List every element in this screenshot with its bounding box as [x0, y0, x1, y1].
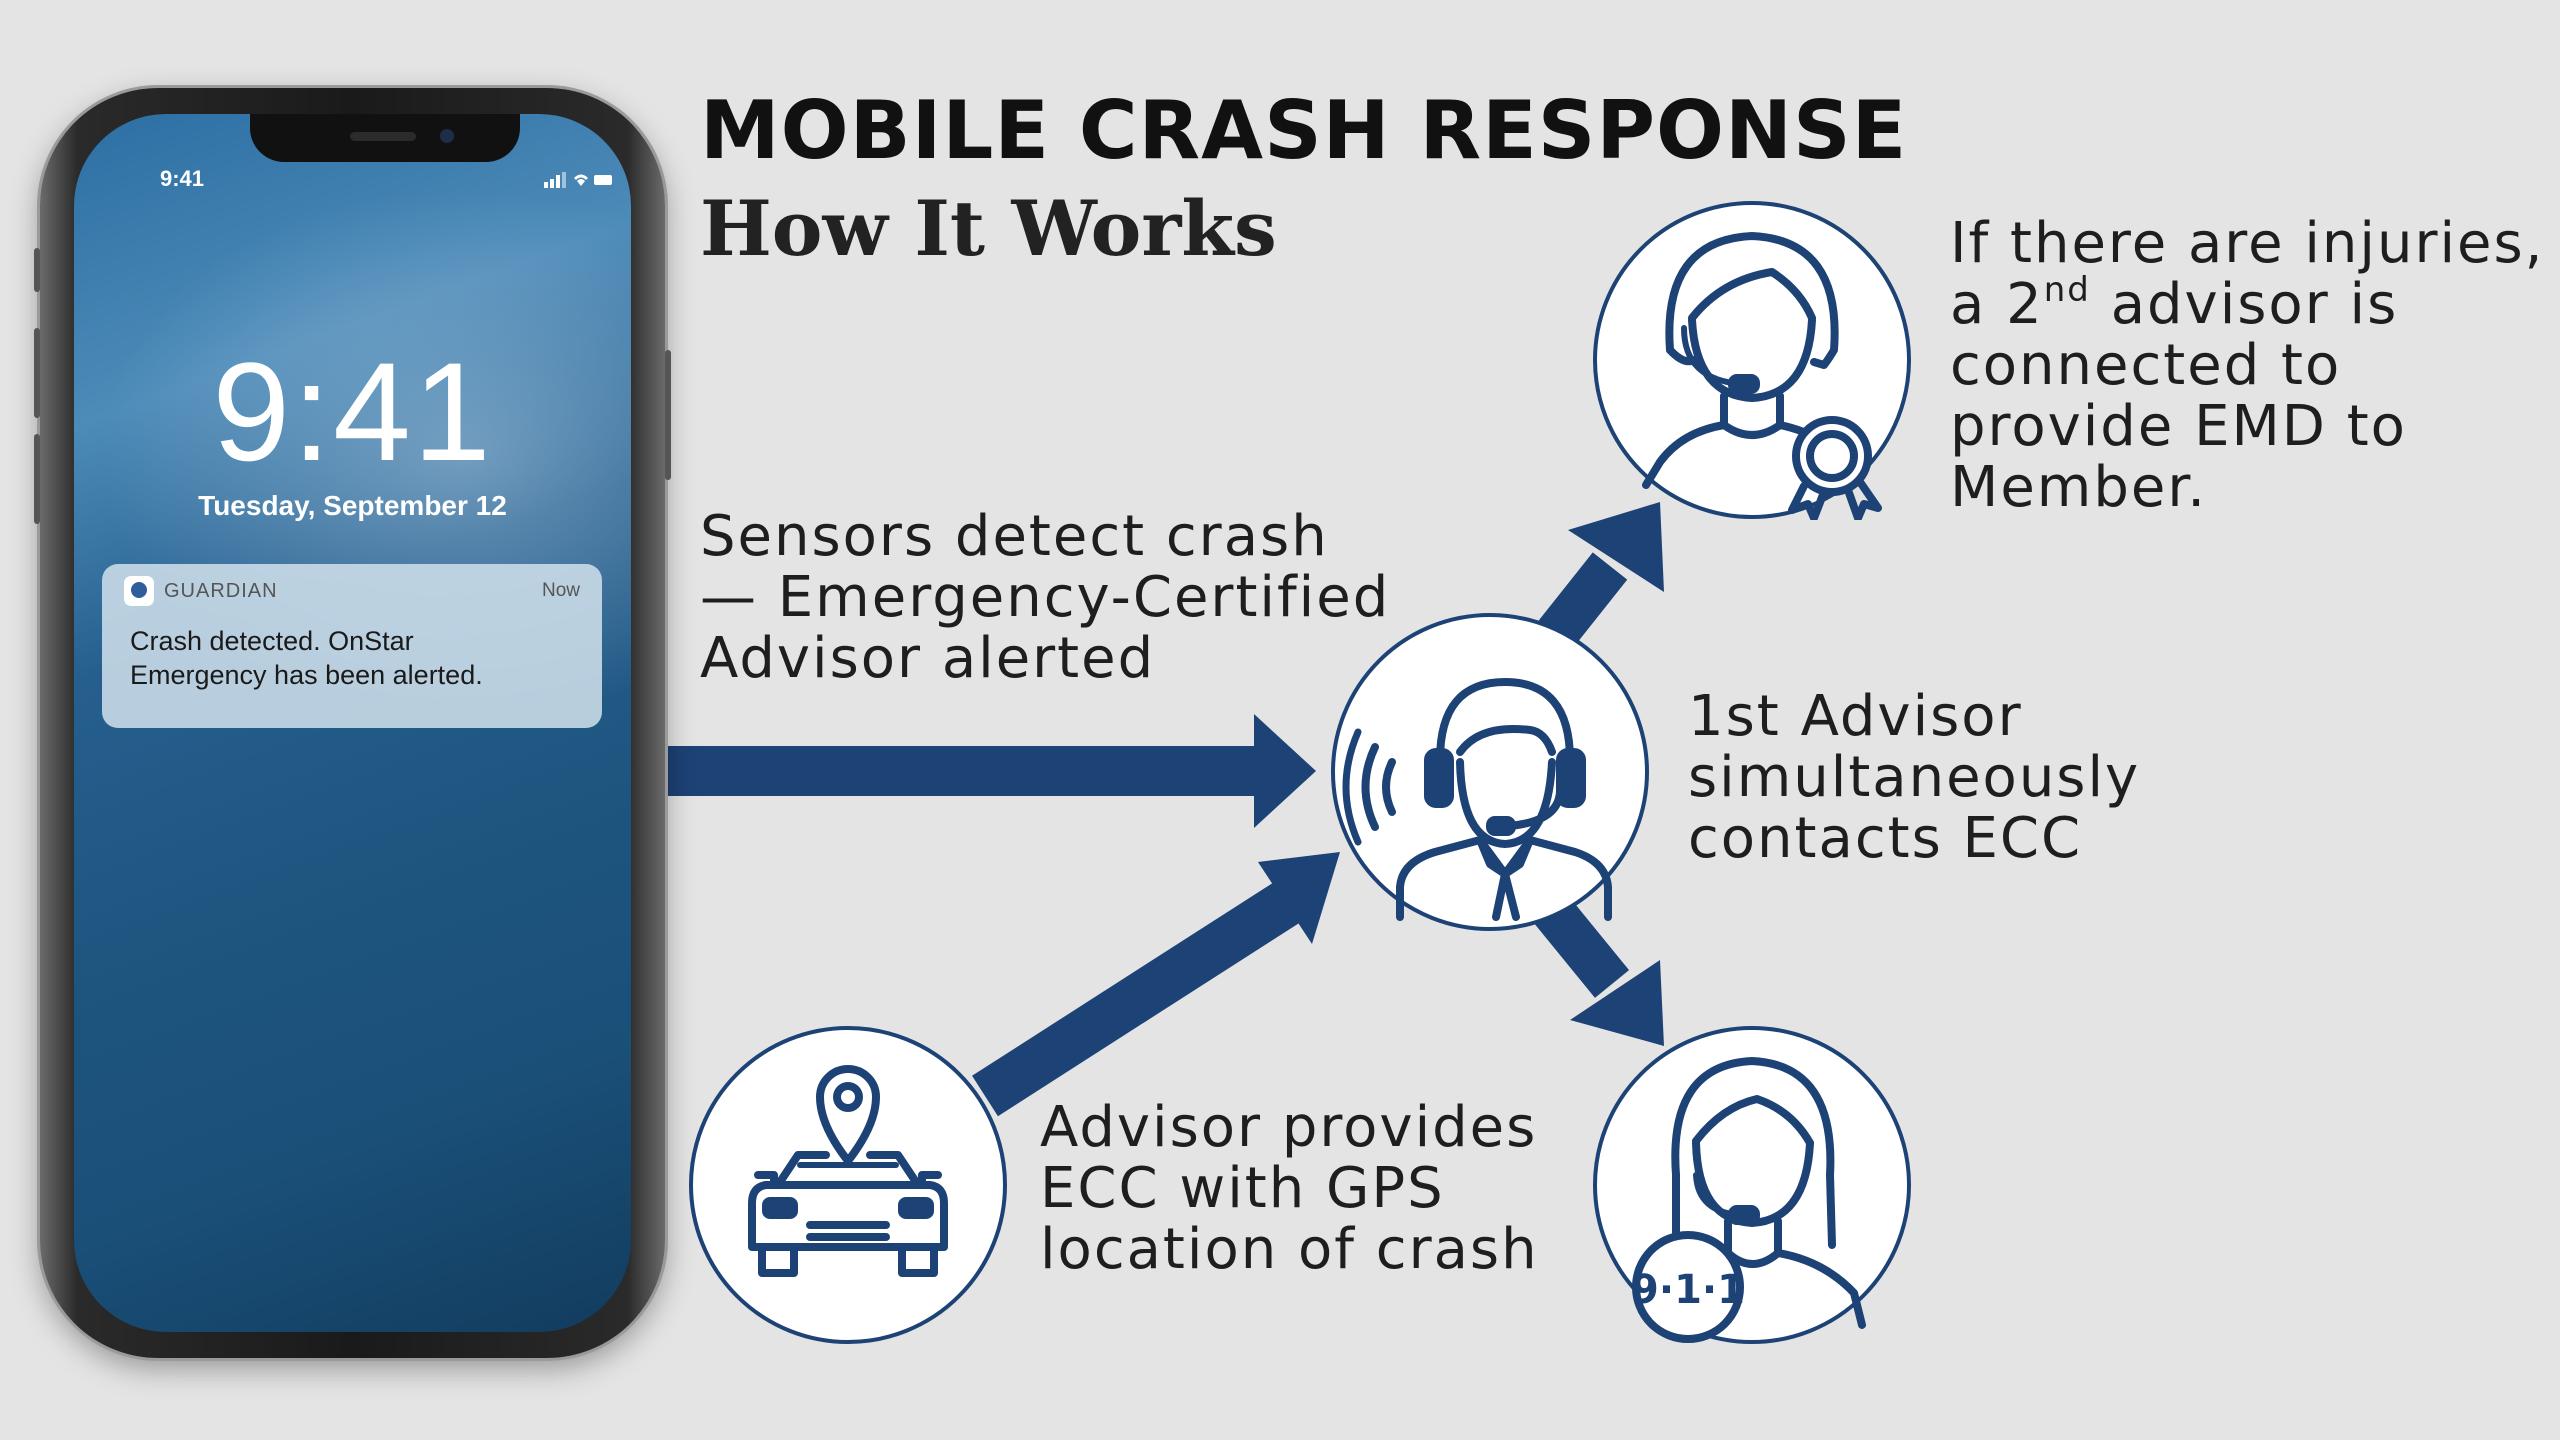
- ecc-911-badge: 9·1·1: [1631, 1267, 1745, 1313]
- caption-line: — Emergency-Certified: [700, 565, 1391, 630]
- step-gps-caption: Advisor provides ECC with GPS location o…: [1040, 1097, 1539, 1280]
- arrow-advisor-to-ecc-head: [1570, 960, 1664, 1046]
- caption-line: 1st Advisor: [1688, 684, 2023, 749]
- caption-line: Sensors detect crash: [700, 504, 1329, 569]
- wifi-icon: [574, 174, 588, 186]
- caption-line: location of crash: [1040, 1217, 1539, 1282]
- lock-screen-date: Tuesday, September 12: [198, 490, 507, 521]
- lock-screen: 9:41 9:41 Tuesday, September 12 GUARDIAN…: [74, 114, 631, 1332]
- step-sensors-caption: Sensors detect crash — Emergency-Certifi…: [700, 506, 1390, 689]
- caption-superscript: nd: [2043, 270, 2091, 310]
- notification-app-name: GUARDIAN: [164, 580, 278, 602]
- step-injuries-caption: If there are injuries, a 2nd advisor is …: [1950, 213, 2544, 518]
- crash-notification[interactable]: GUARDIAN Now Crash detected. OnStar Emer…: [102, 564, 602, 728]
- caption-line: Advisor provides: [1040, 1095, 1538, 1160]
- step-first-advisor-caption: 1st Advisor simultaneously contacts ECC: [1688, 686, 2140, 869]
- arrow-advisor-to-certified: [1538, 552, 1628, 648]
- caption-line: Member.: [1950, 455, 2208, 520]
- phone-notch: [250, 114, 520, 162]
- page-subtitle: How It Works: [700, 184, 1277, 273]
- caption-line: simultaneously: [1688, 745, 2141, 810]
- arrow-car-to-advisor-head: [1258, 852, 1340, 944]
- dispatcher-911-icon: 9·1·1: [1593, 1026, 1911, 1344]
- caption-fragment: a 2: [1950, 272, 2044, 337]
- advisor-headset-icon: [1331, 613, 1649, 931]
- front-camera: [440, 129, 454, 143]
- status-bar-icons: [544, 172, 612, 188]
- caption-line: contacts ECC: [1688, 806, 2083, 871]
- arrow-car-to-advisor: [972, 873, 1313, 1117]
- battery-icon: [594, 175, 612, 185]
- certified-advisor-icon: [1593, 201, 1911, 520]
- status-bar-time: 9:41: [160, 166, 205, 191]
- signal-bar-1: [544, 182, 548, 188]
- caption-line: connected to: [1950, 333, 2342, 398]
- arrow-advisor-to-ecc: [1532, 894, 1630, 998]
- phone-volume-up: [34, 328, 40, 418]
- page-title: MOBILE CRASH RESPONSE: [700, 84, 1908, 177]
- notification-time: Now: [541, 580, 580, 601]
- phone-side-button: [34, 248, 40, 292]
- phone-power-button: [665, 350, 671, 480]
- car-location-icon: [689, 1026, 1007, 1344]
- speaker-grille: [350, 132, 416, 141]
- phone-mockup: 9:41 9:41 Tuesday, September 12 GUARDIAN…: [34, 88, 671, 1358]
- signal-bar-3: [556, 175, 560, 188]
- notification-message-line: Emergency has been alerted.: [130, 660, 483, 690]
- arrow-phone-to-advisor-shaft: [664, 746, 1274, 796]
- guardian-app-icon: [124, 576, 154, 606]
- caption-line: a 2nd advisor is: [1950, 272, 2544, 337]
- caption-line: provide EMD to: [1950, 394, 2407, 459]
- signal-bar-4: [562, 172, 566, 188]
- arrow-advisor-to-certified-head: [1568, 502, 1664, 592]
- caption-line: ECC with GPS: [1040, 1156, 1445, 1221]
- arrow-phone-to-advisor-head: [1254, 714, 1316, 828]
- phone-volume-down: [34, 434, 40, 524]
- caption-line: Advisor alerted: [700, 626, 1156, 691]
- caption-fragment: advisor is: [2090, 272, 2399, 337]
- notification-message-line: Crash detected. OnStar: [130, 626, 414, 656]
- lock-screen-clock: 9:41: [212, 333, 493, 490]
- signal-bar-2: [550, 179, 554, 188]
- notification-message: Crash detected. OnStar Emergency has bee…: [130, 624, 590, 692]
- caption-line: If there are injuries,: [1950, 211, 2545, 276]
